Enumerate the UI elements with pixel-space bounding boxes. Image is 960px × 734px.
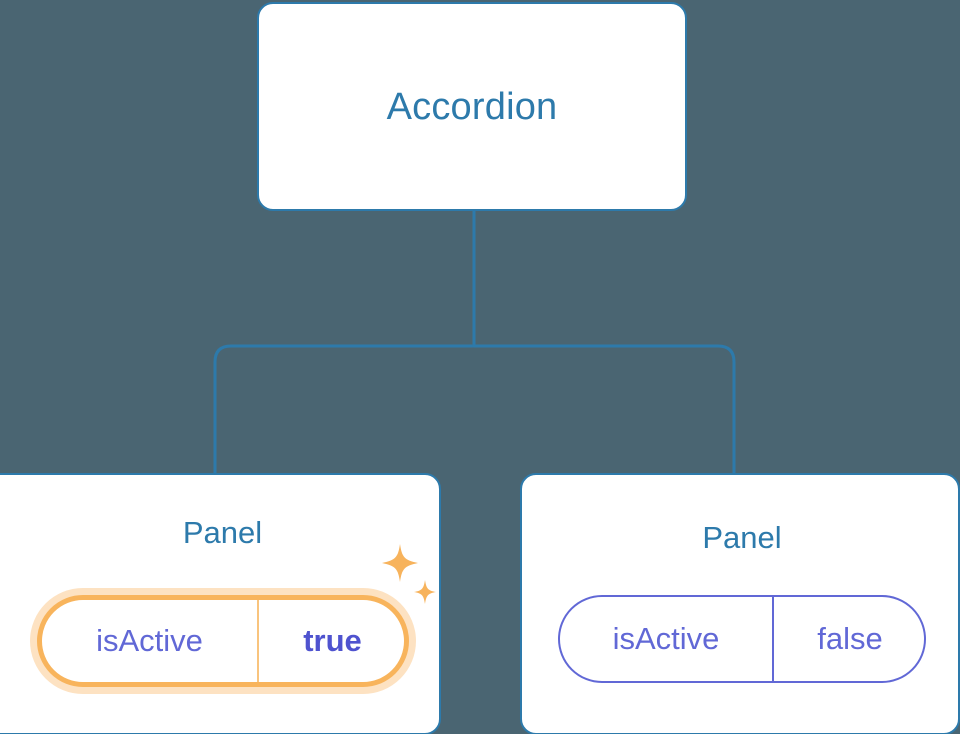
node-card-panel-active-inner: Panel isActive true [2,475,443,734]
node-title-accordion: Accordion [386,85,558,128]
prop-value-true: true [303,623,362,658]
prop-key-isactive: isActive [96,623,203,658]
node-card-panel-active[interactable]: Panel isActive true [0,473,441,734]
node-card-panel-inactive[interactable]: Panel isActive false [520,473,960,734]
node-title-panel-active: Panel [182,515,263,550]
connector-branch-right [472,344,736,476]
node-card-accordion[interactable]: Accordion [257,2,687,211]
node-card-panel-inactive-inner: Panel isActive false [522,475,960,734]
prop-key-isactive: isActive [612,621,720,656]
prop-value-false: false [817,621,883,656]
node-title-panel-inactive: Panel [702,520,782,555]
connector-branch-left [213,344,476,476]
prop-pill-isactive-true[interactable]: isActive true [37,595,409,687]
prop-pill-isactive-false[interactable]: isActive false [558,595,926,683]
prop-pill-divider [257,600,259,682]
prop-pill-divider [772,597,774,681]
